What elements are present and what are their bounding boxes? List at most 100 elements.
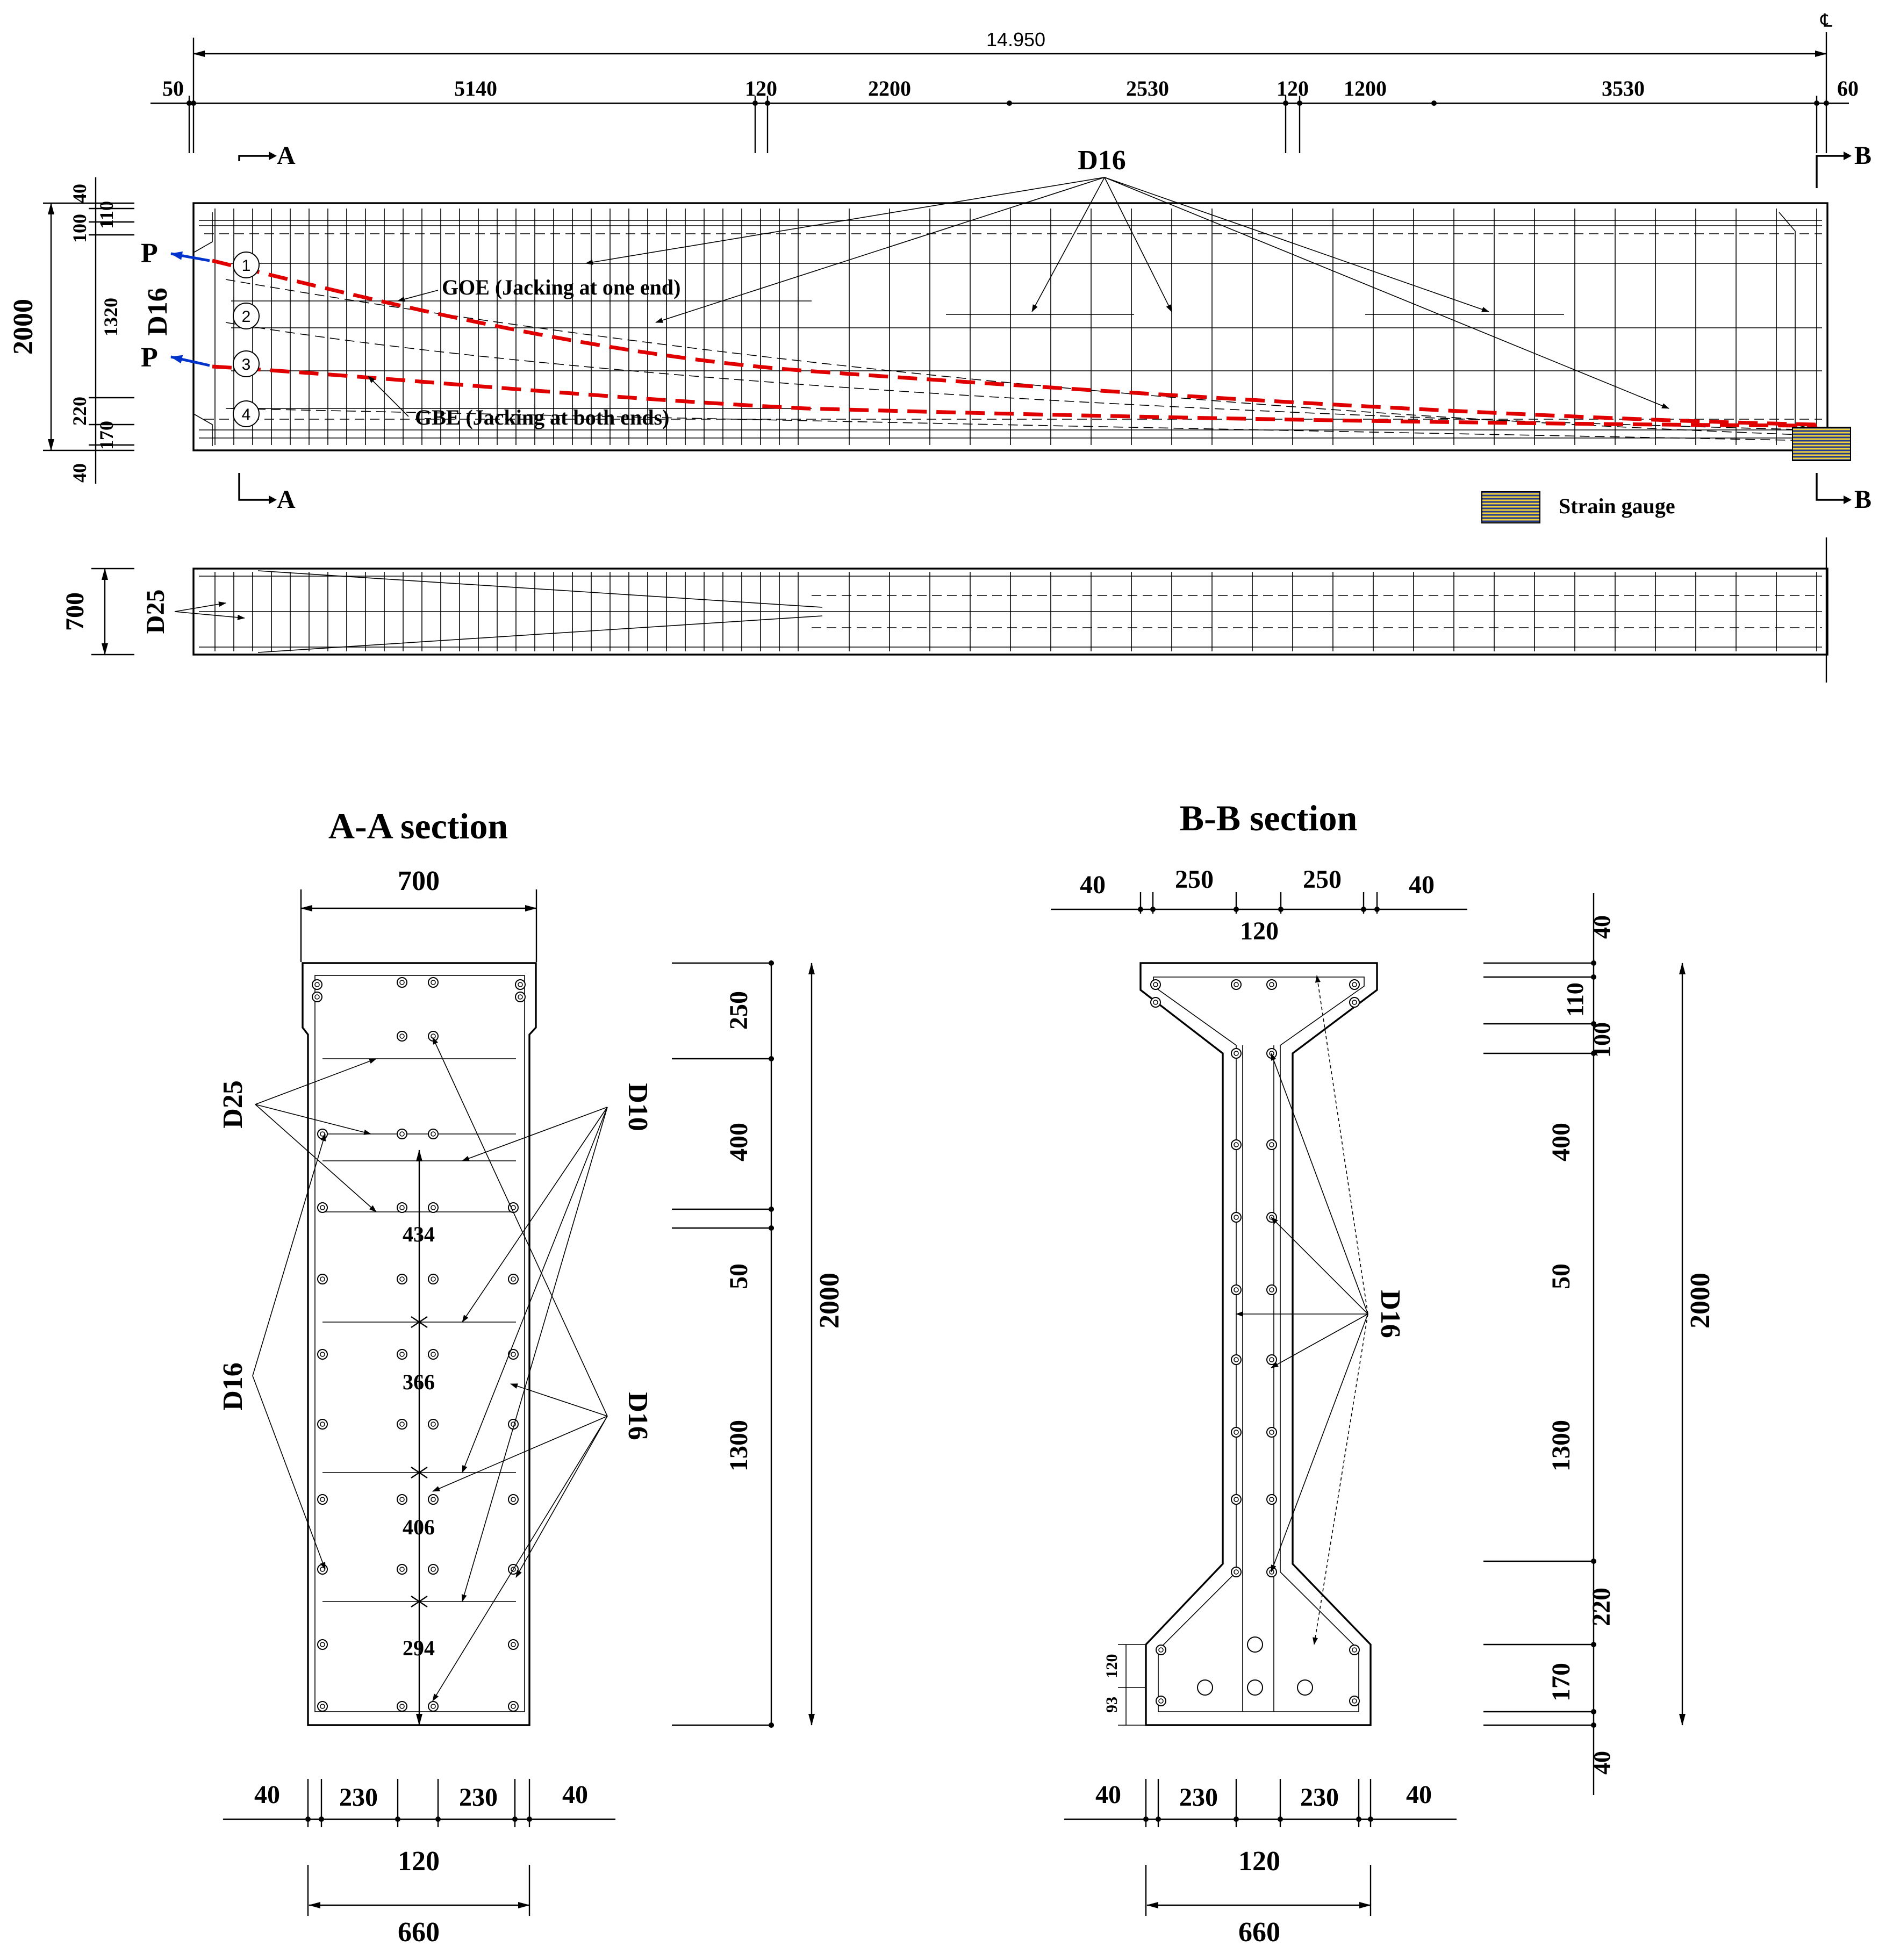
bb-height-2000: 2000: [1685, 1273, 1716, 1329]
bb-top-40-left: 40: [1080, 871, 1106, 899]
tendon-duct: [1247, 1636, 1263, 1653]
bb-small-93: 93: [1103, 1697, 1121, 1713]
rebar-bar: [317, 1129, 328, 1139]
tendon-4: 4: [242, 406, 251, 423]
rebar-bar: [1266, 979, 1277, 990]
tendon-duct: [1297, 1679, 1313, 1696]
height-2000: 2000: [8, 299, 39, 355]
aa-outline: [302, 962, 537, 1726]
aa-side-250: 250: [725, 991, 753, 1030]
rebar-bar: [1231, 1427, 1242, 1438]
d16-label-left: D16: [142, 288, 173, 336]
left-dim-1320: 1320: [100, 298, 121, 336]
rebar-bar: [1156, 1696, 1166, 1706]
dim-3530: 3530: [1602, 76, 1645, 100]
rebar-bar: [428, 1419, 439, 1430]
force-label-2: P: [141, 342, 158, 373]
rebar-bar: [397, 1419, 407, 1430]
jacking-force-arrow-2: [170, 355, 210, 367]
rebar-bar: [1266, 1427, 1277, 1438]
bb-bottom-660: 660: [1238, 1917, 1280, 1948]
rebar-bar: [1349, 1645, 1360, 1655]
rebar-bar: [1150, 997, 1161, 1008]
aa-bottom-660: 660: [398, 1917, 440, 1948]
aa-label-d25: D25: [218, 1080, 248, 1129]
rebar-bar: [428, 1129, 439, 1139]
aa-inner-294: 294: [403, 1636, 435, 1660]
bb-outline: [1139, 962, 1378, 1726]
rebar-bar: [428, 1274, 439, 1284]
rebar-bar: [1231, 1567, 1242, 1577]
tendon-2: 2: [242, 308, 251, 326]
aa-side-50: 50: [725, 1263, 753, 1289]
rebar-bar: [428, 1349, 439, 1360]
section-bb-title: B-B section: [1180, 798, 1358, 838]
bb-small-120: 120: [1103, 1654, 1121, 1678]
d16-label-top: D16: [1078, 145, 1126, 176]
aa-inner-434: 434: [403, 1222, 435, 1246]
aa-label-d16-left: D16: [218, 1362, 248, 1411]
rebar-bar: [397, 1701, 407, 1712]
rebar-bar: [1266, 1494, 1277, 1505]
section-bb: B-B section 40 250 250 40 120 D16 120 93: [1051, 798, 1716, 1948]
rebar-bar: [397, 1494, 407, 1505]
bb-side-40-bottom: 40: [1589, 1751, 1615, 1775]
aa-top-width: 700: [398, 866, 440, 896]
rebar-bar: [508, 1274, 519, 1284]
bb-bottom-40-right: 40: [1406, 1780, 1432, 1809]
centerline-mark: ℄: [1820, 11, 1832, 31]
rebar-bar: [1231, 1494, 1242, 1505]
left-dim-100: 100: [69, 214, 90, 243]
aa-bottom-40-left: 40: [254, 1780, 280, 1809]
rebar-bar: [515, 979, 526, 990]
bb-side-110: 110: [1562, 982, 1588, 1017]
dim-50: 50: [162, 76, 184, 100]
rebar-bar: [508, 1639, 519, 1650]
rebar-bar: [1349, 1696, 1360, 1706]
dim-120a: 120: [745, 76, 777, 100]
aa-inner-366: 366: [403, 1370, 435, 1394]
aa-height-2000: 2000: [814, 1273, 845, 1329]
bb-web-120: 120: [1238, 1846, 1280, 1877]
rebar-bar: [515, 992, 526, 1002]
bb-side-170: 170: [1547, 1663, 1575, 1701]
bb-side-1300: 1300: [1547, 1420, 1575, 1471]
aa-bottom-40-right: 40: [562, 1780, 588, 1809]
rebar-bar: [508, 1349, 519, 1360]
rebar-bar: [397, 977, 407, 988]
aa-inner-406: 406: [403, 1515, 435, 1539]
rebar-bar: [312, 992, 322, 1002]
bb-top-250-right: 250: [1303, 865, 1342, 894]
rebar-bar: [312, 979, 322, 990]
rebar-bar: [317, 1419, 328, 1430]
dim-120b: 120: [1277, 76, 1309, 100]
rebar-bar: [317, 1564, 328, 1575]
strain-gauge-legend-icon: [1481, 491, 1540, 523]
gbe-tendon: [212, 364, 1817, 428]
aa-side-1300: 1300: [725, 1420, 753, 1471]
rebar-bar: [428, 977, 439, 988]
rebar-bar: [508, 1494, 519, 1505]
dim-1200: 1200: [1344, 76, 1387, 100]
goe-label: GOE (Jacking at one end): [442, 275, 680, 299]
rebar-bar: [1266, 1354, 1277, 1365]
section-aa-title: A-A section: [328, 806, 508, 846]
rebar-bar: [1231, 1048, 1242, 1059]
bb-bottom-230-left: 230: [1179, 1783, 1218, 1812]
tendon-duct: [1197, 1679, 1213, 1696]
left-dim-170: 170: [96, 421, 117, 450]
aa-bottom-230-left: 230: [339, 1783, 378, 1812]
dim-60: 60: [1837, 76, 1859, 100]
aa-web-120: 120: [398, 1846, 440, 1877]
aa-side-400: 400: [725, 1123, 753, 1161]
goe-tendon: [212, 259, 1817, 427]
bb-side-400: 400: [1547, 1123, 1575, 1161]
left-dim-110: 110: [96, 201, 117, 229]
rebar-bar: [1231, 1284, 1242, 1295]
gbe-label: GBE (Jacking at both ends): [415, 405, 669, 429]
rebar-bar: [317, 1349, 328, 1360]
dim-2530: 2530: [1126, 76, 1169, 100]
rebar-bar: [428, 1202, 439, 1213]
rebar-bar: [1266, 1139, 1277, 1150]
